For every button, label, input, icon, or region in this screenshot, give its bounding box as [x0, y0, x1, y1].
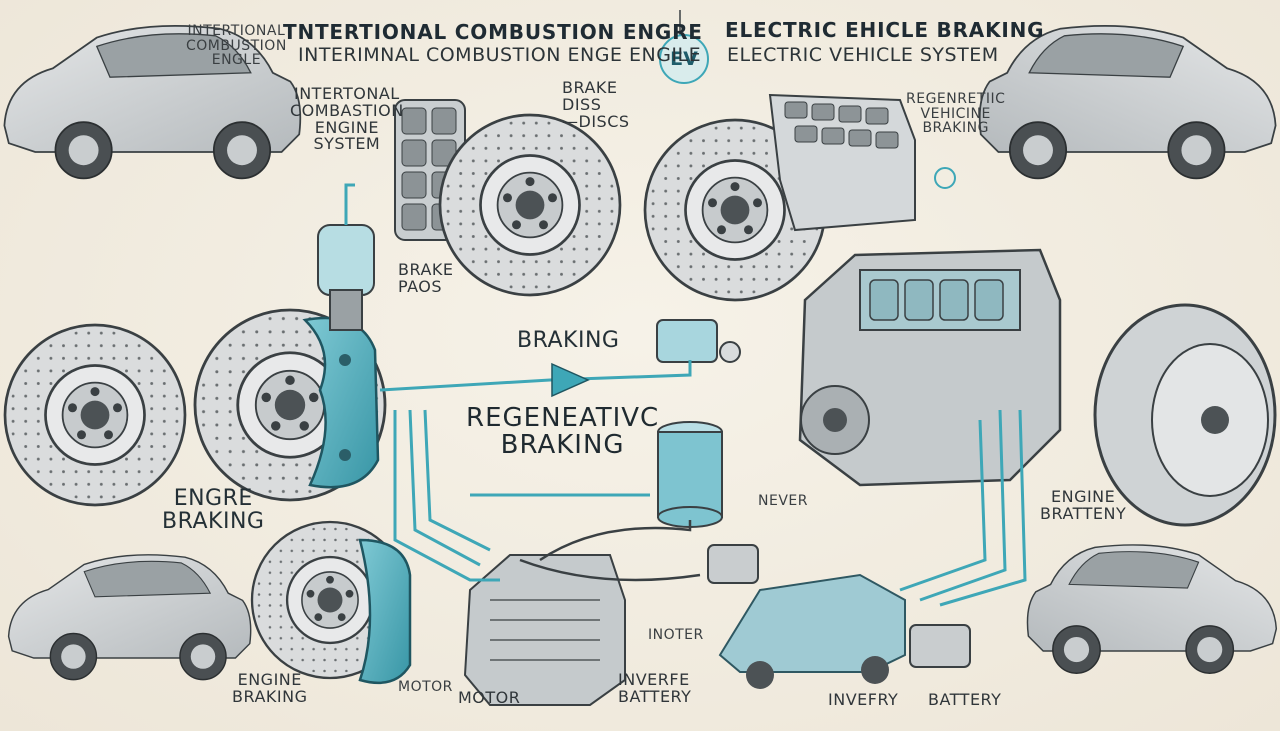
wires: [519, 520, 701, 582]
label-brake-pads: BRAKE PAOS: [398, 260, 454, 296]
car-icon: [1026, 544, 1278, 674]
label-engine-system: INTERTONAL COMBASTION ENGINE SYSTEM: [290, 84, 404, 154]
battery-pack-icon: [768, 93, 956, 232]
connector-icon: [656, 319, 971, 668]
left-subtitle: INTERIMNAL COMBUSTION ENGE ENGILE: [298, 44, 702, 66]
motor-icon: [463, 554, 626, 706]
label-inverfe-battery: INVERFE BATTERY: [618, 670, 692, 706]
right-subtitle: ELECTRIC VEHICLE SYSTEM: [727, 44, 999, 66]
tire-icon: [1093, 303, 1277, 527]
label-never: NEVER: [758, 493, 808, 509]
label-invefry: INVEFRY: [828, 690, 899, 709]
label-battery: BATTERY: [928, 690, 1002, 709]
brake-disc-icon: [438, 113, 622, 297]
label-braking: BRAKING: [517, 328, 620, 353]
car-icon: [7, 554, 252, 681]
label-regenerative: REGENEATIVC BRAKING: [466, 403, 660, 461]
label-engine-braking-left: ENGRE BRAKING: [162, 486, 265, 535]
car-icon: [978, 24, 1277, 180]
caliper-icon: [358, 538, 412, 685]
ev-car-icon: [718, 573, 906, 689]
brake-pad-icon: [394, 99, 466, 241]
label-engine-battery: ENGINE BRATTENY: [1040, 487, 1127, 523]
label-motor-center: MOTOR: [458, 688, 521, 707]
ev-badge: EV: [659, 34, 709, 84]
arrow-icon: [551, 362, 590, 398]
label-engine-braking-bottom: ENGINE BRAKING: [232, 670, 308, 706]
engine-icon: [798, 248, 1062, 487]
label-inoter: INOTER: [648, 627, 704, 643]
right-title: ELECTRIC EHICLE BRAKING: [725, 18, 1045, 42]
label-brake-discs: BRAKE DISS —DISCS: [562, 78, 630, 131]
brake-disc-icon: [3, 323, 187, 507]
label-regen-vehicle: REGENRETIIC VEHICINE BRAKING: [906, 91, 1006, 137]
inverter-icon: [657, 421, 723, 528]
reservoir-icon: [317, 183, 375, 331]
hydraulic-lines: [379, 360, 1027, 607]
caliper-icon: [302, 316, 380, 489]
label-top-left: INTERTIONAL COMBUSTION ENGLE: [186, 23, 287, 69]
left-title: TNTERTIONAL COMBUSTION ENGRE: [283, 20, 703, 44]
label-motor-left: MOTOR: [398, 679, 453, 695]
